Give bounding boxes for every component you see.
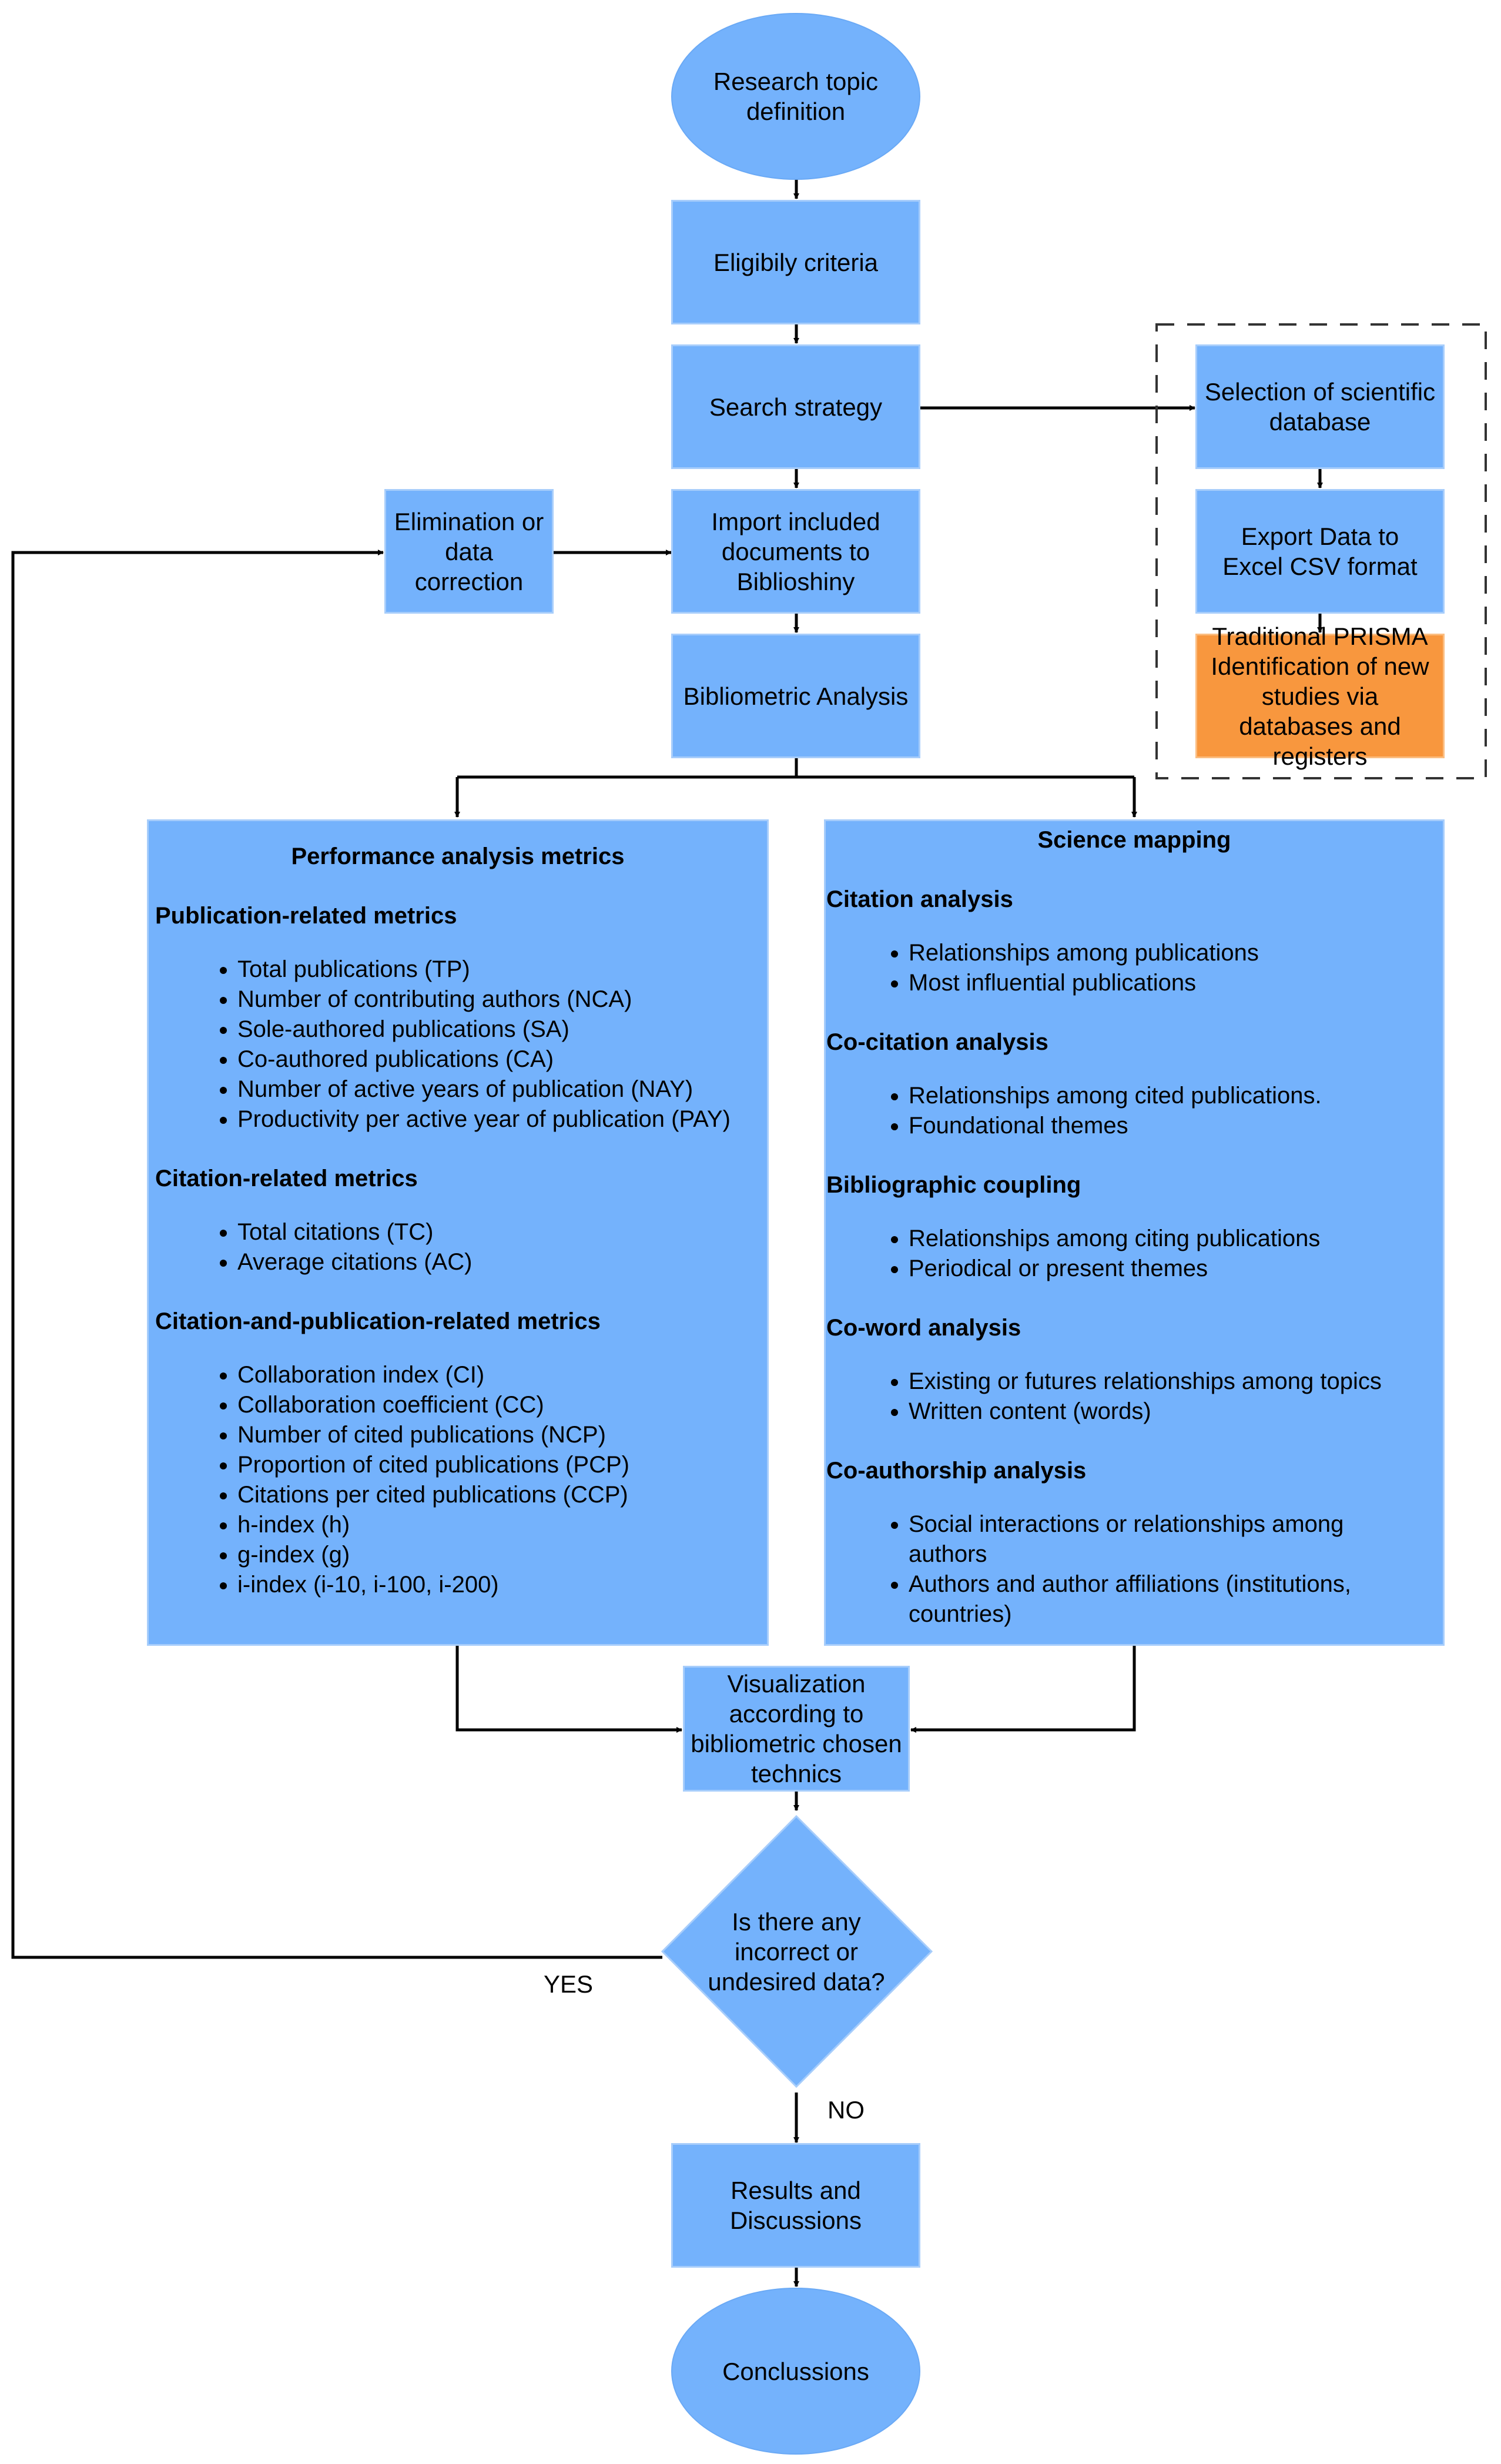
list-item: Number of cited publications (NCP) xyxy=(237,1420,760,1450)
co-authorship-heading: Co-authorship analysis xyxy=(826,1458,1087,1484)
import-documents-node: Import included documents to Biblioshiny xyxy=(671,489,920,614)
science-mapping-box: Science mapping Citation analysis Relati… xyxy=(824,819,1445,1646)
list-item: Authors and author affiliations (institu… xyxy=(909,1569,1383,1629)
yes-label: YES xyxy=(544,1970,594,1998)
list-item: Written content (words) xyxy=(909,1397,1442,1427)
arrow-yes-loop xyxy=(11,550,662,1959)
decision-label: Is there any incorrect or undesired data… xyxy=(708,1907,885,1996)
export-data-node: Export Data to Excel CSV format xyxy=(1195,489,1445,614)
list-item: Periodical or present themes xyxy=(909,1254,1442,1284)
conclusions-label: Conclussions xyxy=(722,2357,869,2385)
list-item: Sole-authored publications (SA) xyxy=(237,1015,760,1044)
list-item: Collaboration coefficient (CC) xyxy=(237,1390,760,1420)
conclusions-node: Conclussions xyxy=(671,2288,920,2455)
decision-diamond xyxy=(661,1814,933,2088)
bibliometric-analysis-label: Bibliometric Analysis xyxy=(683,682,909,710)
list-item: Number of active years of publication (N… xyxy=(237,1074,760,1104)
list-item: Number of contributing authors (NCA) xyxy=(237,985,760,1015)
elimination-node: Elimination or data correction xyxy=(384,489,554,614)
co-word-heading: Co-word analysis xyxy=(826,1315,1021,1341)
list-item: Total citations (TC) xyxy=(237,1217,760,1247)
co-citation-heading: Co-citation analysis xyxy=(826,1029,1048,1055)
list-item: Productivity per active year of publicat… xyxy=(237,1104,760,1134)
list-item: Existing or futures relationships among … xyxy=(909,1367,1442,1397)
prisma-label: Traditional PRISMA Identification of new… xyxy=(1211,622,1429,770)
list-item: Social interactions or relationships amo… xyxy=(909,1509,1383,1569)
eligibility-criteria-label: Eligibily criteria xyxy=(713,248,879,276)
citation-publication-metrics-list: Collaboration index (CI) Collaboration c… xyxy=(155,1360,760,1600)
citation-analysis-heading: Citation analysis xyxy=(826,886,1013,912)
list-item: Relationships among citing publications xyxy=(909,1224,1442,1254)
citation-publication-metrics-heading: Citation-and-publication-related metrics xyxy=(155,1308,601,1334)
list-item: Collaboration index (CI) xyxy=(237,1360,760,1390)
import-documents-label: Import included documents to Biblioshiny xyxy=(711,507,880,595)
search-strategy-label: Search strategy xyxy=(709,393,883,421)
arrow-performance-to-visualization xyxy=(455,1646,682,1733)
list-item: h-index (h) xyxy=(237,1510,760,1540)
selection-database-node: Selection of scientific database xyxy=(1195,344,1445,469)
research-topic-label: Research topic definition xyxy=(713,68,879,125)
search-strategy-node: Search strategy xyxy=(671,344,920,469)
no-label: NO xyxy=(827,2096,865,2124)
list-item: i-index (i-10, i-100, i-200) xyxy=(237,1570,760,1600)
elimination-label: Elimination or data correction xyxy=(394,507,544,595)
prisma-node: Traditional PRISMA Identification of new… xyxy=(1195,622,1445,770)
list-item: Average citations (AC) xyxy=(237,1247,760,1277)
list-item: Citations per cited publications (CCP) xyxy=(237,1480,760,1510)
citation-metrics-list: Total citations (TC) Average citations (… xyxy=(155,1217,760,1277)
selection-database-label: Selection of scientific database xyxy=(1204,378,1436,436)
results-label: Results and Discussions xyxy=(729,2177,862,2234)
bibliographic-coupling-heading: Bibliographic coupling xyxy=(826,1172,1081,1198)
bibliographic-coupling-list: Relationships among citing publications … xyxy=(826,1224,1442,1284)
list-item: Relationships among cited publications. xyxy=(909,1081,1442,1111)
list-item: Relationships among publications xyxy=(909,938,1442,968)
results-node: Results and Discussions xyxy=(671,2143,920,2268)
visualization-node: Visualization according to bibliometric … xyxy=(683,1666,910,1792)
list-item: Proportion of cited publications (PCP) xyxy=(237,1450,760,1480)
eligibility-criteria-node: Eligibily criteria xyxy=(671,200,920,324)
visualization-label: Visualization according to bibliometric … xyxy=(691,1670,902,1787)
co-authorship-list: Social interactions or relationships amo… xyxy=(826,1509,1442,1629)
database-group-dashed-box xyxy=(1155,323,1487,779)
list-item: g-index (g) xyxy=(237,1540,760,1570)
list-item: Total publications (TP) xyxy=(237,955,760,985)
arrow-analysis-split xyxy=(457,758,1134,779)
arrow-mapping-to-visualization xyxy=(910,1646,1136,1733)
performance-title: Performance analysis metrics xyxy=(291,843,625,869)
co-citation-list: Relationships among cited publications. … xyxy=(826,1081,1442,1141)
performance-analysis-box: Performance analysis metrics Publication… xyxy=(147,819,769,1646)
citation-analysis-list: Relationships among publications Most in… xyxy=(826,938,1442,998)
mapping-title: Science mapping xyxy=(1037,827,1231,853)
research-topic-node: Research topic definition xyxy=(671,13,920,180)
bibliometric-analysis-node: Bibliometric Analysis xyxy=(671,634,920,758)
co-word-list: Existing or futures relationships among … xyxy=(826,1367,1442,1427)
citation-metrics-heading: Citation-related metrics xyxy=(155,1166,418,1191)
list-item: Co-authored publications (CA) xyxy=(237,1044,760,1074)
list-item: Foundational themes xyxy=(909,1111,1442,1141)
publication-metrics-list: Total publications (TP) Number of contri… xyxy=(155,955,760,1134)
list-item: Most influential publications xyxy=(909,968,1442,998)
publication-metrics-heading: Publication-related metrics xyxy=(155,903,457,929)
export-data-label: Export Data to Excel CSV format xyxy=(1222,523,1418,580)
